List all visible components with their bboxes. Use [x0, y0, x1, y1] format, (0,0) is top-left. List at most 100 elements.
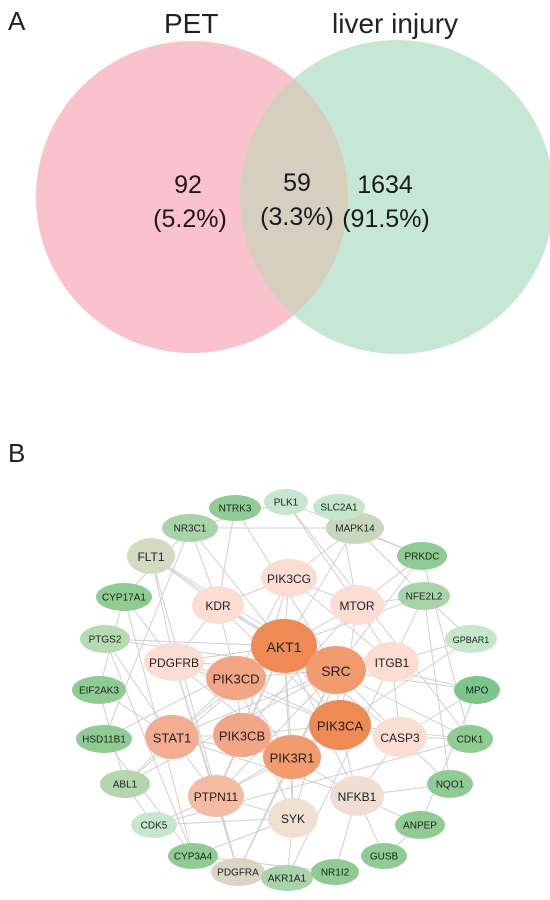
node-ellipse [100, 770, 150, 798]
node-label: GPBAR1 [453, 635, 490, 645]
node-ellipse [313, 494, 365, 520]
node-ellipse [206, 656, 266, 700]
network-node-plk1: PLK1 [264, 489, 308, 515]
node-label: MPO [466, 686, 489, 697]
network-node-nr1i2: NR1I2 [311, 859, 359, 885]
edge-akt1-syk [283, 645, 294, 819]
node-label: NFKB1 [338, 790, 377, 804]
network-node-cyp3a4: CYP3A4 [168, 843, 218, 869]
node-ellipse [365, 642, 419, 682]
network-node-pik3cd: PIK3CD [206, 656, 266, 700]
edge-pik3cb-mtor [241, 604, 358, 736]
venn-overlap-percent: (3.3%) [260, 203, 334, 231]
venn-right-percent: (91.5%) [342, 205, 430, 233]
edge-cyp3a4-hsd11b1 [103, 738, 194, 857]
node-ellipse [397, 542, 447, 570]
node-ellipse [361, 843, 407, 869]
network-node-akr1a1: AKR1A1 [261, 865, 313, 891]
node-label: NTRK3 [219, 504, 252, 515]
venn-title-liver-injury: liver injury [332, 8, 459, 39]
node-label: GUSB [370, 852, 399, 863]
node-ellipse [162, 514, 218, 542]
node-ellipse [168, 843, 218, 869]
network-node-prkdc: PRKDC [397, 542, 447, 570]
node-label: CYP3A4 [174, 852, 213, 863]
node-label: MTOR [339, 599, 374, 613]
node-label: PIK3CD [213, 672, 260, 687]
node-label: NQO1 [436, 780, 465, 791]
node-label: SLC2A1 [320, 503, 358, 514]
node-ellipse [80, 625, 130, 653]
node-label: PDGFRB [149, 656, 199, 670]
node-ellipse [96, 583, 152, 611]
venn-diagram: 92 (5.2%) 59 (3.3%) 1634 (91.5%) [36, 40, 550, 354]
node-ellipse [145, 715, 199, 759]
network-node-pdgfrb: PDGFRB [144, 643, 204, 681]
venn-right-count: 1634 [357, 171, 413, 199]
network-node-mapk14: MAPK14 [326, 512, 384, 544]
node-ellipse [306, 646, 366, 694]
node-ellipse [264, 489, 308, 515]
node-ellipse [192, 586, 244, 624]
network-node-cdk5: CDK5 [131, 812, 177, 838]
node-label: CYP17A1 [102, 593, 146, 604]
node-ellipse [263, 735, 321, 779]
node-label: AKR1A1 [268, 874, 307, 885]
node-ellipse [330, 776, 384, 816]
network-node-pdgfra: PDGFRA [211, 858, 265, 886]
node-label: NFE2L2 [406, 592, 443, 603]
network-nodes: AKT1SRCPIK3CAPIK3R1PIK3CDPIK3CBSTAT1PTPN… [72, 489, 500, 891]
node-ellipse [330, 585, 384, 625]
network-node-nfkb1: NFKB1 [330, 776, 384, 816]
node-ellipse [326, 512, 384, 544]
node-ellipse [445, 625, 497, 653]
edge-nr3c1-hsd11b1 [103, 527, 191, 740]
network-node-stat1: STAT1 [145, 715, 199, 759]
node-ellipse [188, 775, 244, 817]
node-ellipse [213, 713, 271, 757]
node-label: CDK1 [457, 735, 484, 746]
network-node-abl1: ABL1 [100, 770, 150, 798]
edge-flt1-pdgfra [150, 555, 239, 873]
node-ellipse [395, 811, 445, 839]
node-ellipse [427, 770, 473, 798]
node-ellipse [309, 700, 371, 750]
node-ellipse [268, 798, 318, 838]
venn-overlap-region [240, 41, 348, 353]
node-label: AKT1 [266, 639, 301, 655]
node-ellipse [209, 495, 261, 521]
node-ellipse [76, 725, 132, 753]
node-label: PIK3CB [219, 729, 265, 744]
network-node-cdk1: CDK1 [447, 725, 493, 753]
node-label: PIK3CG [267, 572, 311, 586]
network-node-pik3r1: PIK3R1 [263, 735, 321, 779]
node-label: PIK3R1 [270, 751, 315, 766]
node-label: CDK5 [141, 821, 168, 832]
node-label: CASP3 [380, 731, 420, 745]
network-node-nr3c1: NR3C1 [162, 514, 218, 542]
panel-label-b: B [8, 438, 26, 468]
network-node-itgb1: ITGB1 [365, 642, 419, 682]
network-node-syk: SYK [268, 798, 318, 838]
venn-left-count: 92 [174, 171, 202, 199]
node-ellipse [447, 725, 493, 753]
node-label: KDR [205, 599, 231, 613]
node-ellipse [211, 858, 265, 886]
network-node-mpo: MPO [454, 676, 500, 704]
node-label: ABL1 [113, 780, 138, 791]
network-node-ntrk3: NTRK3 [209, 495, 261, 521]
edge-nfe2l2-nqo1 [423, 595, 451, 785]
edge-pdgfrb-pdgfra [173, 661, 239, 873]
node-label: NR3C1 [174, 524, 207, 535]
edge-cdk1-plk1 [285, 501, 471, 740]
network-node-src: SRC [306, 646, 366, 694]
panel-label-a: A [8, 6, 26, 36]
network-node-ptpn11: PTPN11 [188, 775, 244, 817]
node-label: HSD11B1 [82, 735, 126, 746]
network-node-flt1: FLT1 [127, 538, 175, 574]
node-ellipse [398, 582, 450, 610]
node-label: MAPK14 [335, 524, 375, 535]
node-label: NR1I2 [321, 868, 350, 879]
edge-anpep-mpo [419, 689, 478, 826]
